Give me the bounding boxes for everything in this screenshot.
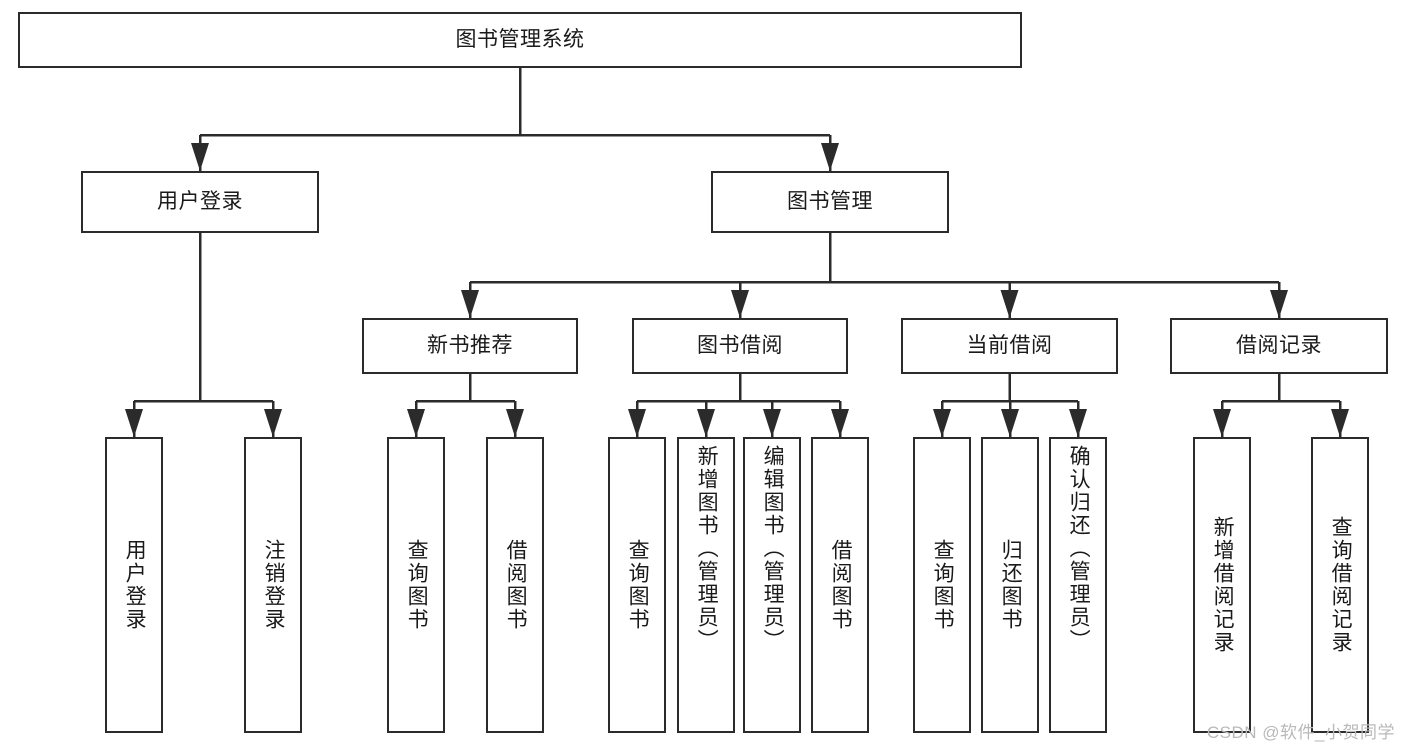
node-user-login[interactable]: 用户登录 <box>81 171 319 233</box>
node-label: 借阅记录 <box>1236 333 1322 357</box>
node-label: 图书管理系统 <box>455 27 585 51</box>
node-leaf-add-record[interactable]: 新增借阅记录 <box>1193 437 1251 733</box>
node-label: 注销登录 <box>262 539 286 631</box>
node-leaf-query-book-3[interactable]: 查询图书 <box>913 437 971 733</box>
node-label: 查询图书 <box>405 539 429 631</box>
node-leaf-user-login[interactable]: 用户登录 <box>105 437 163 733</box>
watermark: CSDN @软件_小贺同学 <box>1206 723 1395 742</box>
node-label: 编辑图书（管理员） <box>761 445 785 652</box>
node-leaf-add-book[interactable]: 新增图书（管理员） <box>677 437 735 733</box>
node-label: 借阅图书 <box>504 539 528 631</box>
node-leaf-logout[interactable]: 注销登录 <box>244 437 302 733</box>
node-leaf-query-book-1[interactable]: 查询图书 <box>387 437 445 733</box>
node-label: 查询图书 <box>931 539 955 631</box>
node-label: 用户登录 <box>123 539 147 631</box>
node-label: 查询图书 <box>626 539 650 631</box>
node-root[interactable]: 图书管理系统 <box>18 12 1022 68</box>
node-label: 新增图书（管理员） <box>695 445 719 652</box>
node-label: 查询借阅记录 <box>1329 516 1353 654</box>
node-label: 图书借阅 <box>697 333 783 357</box>
node-book-borrow[interactable]: 图书借阅 <box>632 318 848 374</box>
node-label: 用户登录 <box>157 189 243 213</box>
node-label: 新增借阅记录 <box>1211 516 1235 654</box>
node-borrow-record[interactable]: 借阅记录 <box>1170 318 1388 374</box>
node-current-borrow[interactable]: 当前借阅 <box>901 318 1118 374</box>
node-leaf-edit-book[interactable]: 编辑图书（管理员） <box>743 437 801 733</box>
node-new-book-rec[interactable]: 新书推荐 <box>362 318 578 374</box>
node-leaf-confirm-return[interactable]: 确认归还（管理员） <box>1049 437 1107 733</box>
node-leaf-query-book-2[interactable]: 查询图书 <box>608 437 666 733</box>
node-label: 确认归还（管理员） <box>1067 445 1091 652</box>
node-leaf-borrow-book-2[interactable]: 借阅图书 <box>811 437 869 733</box>
node-label: 新书推荐 <box>427 333 513 357</box>
node-label: 图书管理 <box>787 189 873 213</box>
node-label: 当前借阅 <box>966 333 1053 357</box>
node-book-mgmt[interactable]: 图书管理 <box>711 171 949 233</box>
node-label: 借阅图书 <box>829 539 853 631</box>
node-leaf-query-record[interactable]: 查询借阅记录 <box>1311 437 1369 733</box>
node-label: 归还图书 <box>999 539 1023 631</box>
node-leaf-borrow-book-1[interactable]: 借阅图书 <box>486 437 544 733</box>
node-leaf-return-book[interactable]: 归还图书 <box>981 437 1039 733</box>
